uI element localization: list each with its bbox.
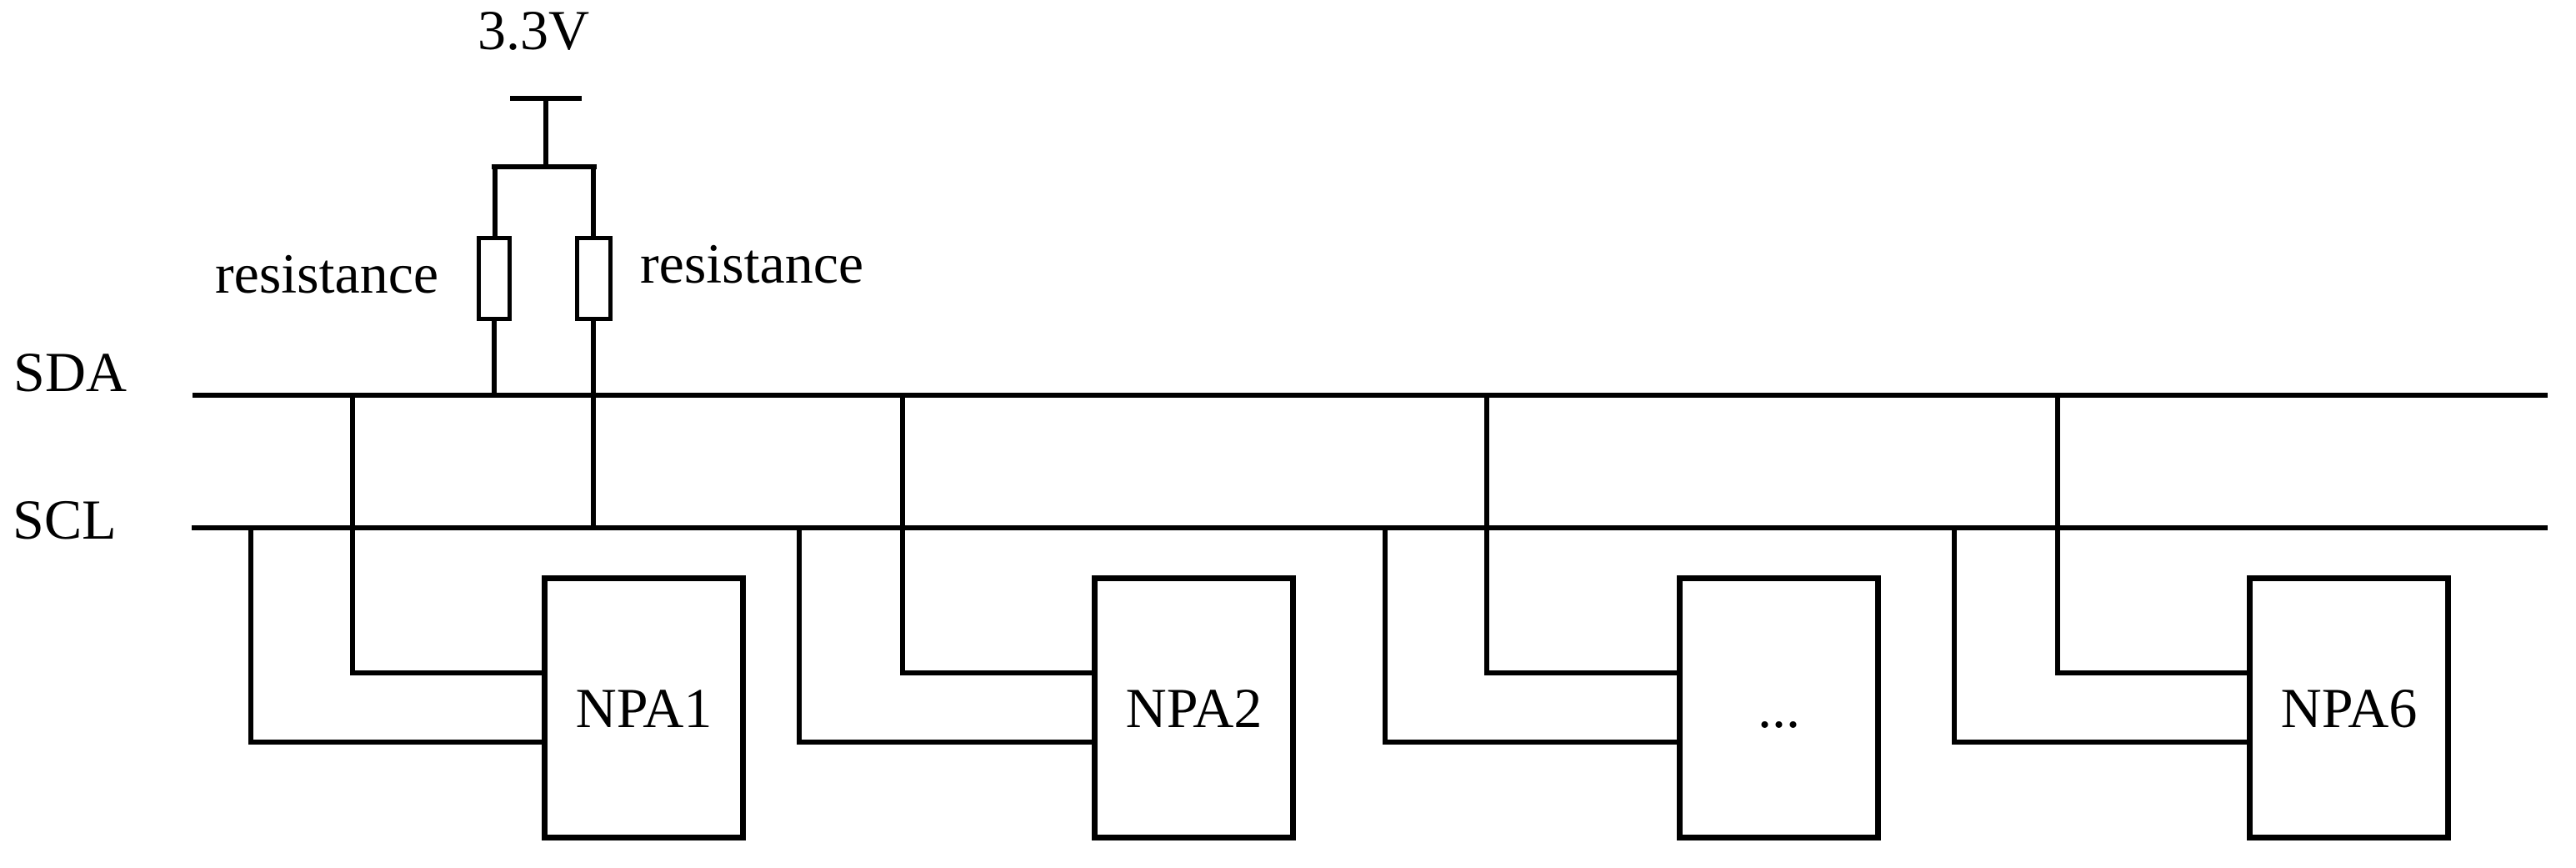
resistor-left-leg-wire xyxy=(493,167,498,238)
device-box-npa6: NPA6 xyxy=(2247,575,2451,840)
device4-sda-drop-wire xyxy=(2055,393,2060,675)
device-label: NPA6 xyxy=(2280,676,2418,740)
resistor-left-body xyxy=(477,236,512,321)
device4-scl-branch-wire xyxy=(1952,740,2247,745)
device-label: ... xyxy=(1758,676,1800,740)
device-box-npa1: NPA1 xyxy=(542,575,746,840)
resistor-top-bar xyxy=(492,164,597,169)
device2-sda-drop-wire xyxy=(900,393,905,675)
resistance-left-label: resistance xyxy=(215,242,439,305)
device4-scl-drop-wire xyxy=(1952,525,1957,745)
scl-bus-label: SCL xyxy=(13,488,117,551)
device-box-ellipsis: ... xyxy=(1677,575,1881,840)
device-box-npa2: NPA2 xyxy=(1092,575,1296,840)
resistor-right-body xyxy=(575,236,613,321)
device3-sda-drop-wire xyxy=(1484,393,1489,675)
sda-bus-line xyxy=(193,393,2548,398)
device1-scl-drop-wire xyxy=(248,525,253,745)
device1-sda-drop-wire xyxy=(350,393,355,675)
resistance-right-label: resistance xyxy=(640,232,864,295)
device2-scl-drop-wire xyxy=(797,525,802,745)
device1-scl-branch-wire xyxy=(248,740,542,745)
voltage-label: 3.3V xyxy=(478,0,590,62)
resistor-right-leg-wire xyxy=(591,167,596,238)
resistor-right-scl-wire xyxy=(591,319,596,530)
resistor-left-sda-wire xyxy=(492,319,497,398)
device3-scl-drop-wire xyxy=(1383,525,1388,745)
power-stem-wire xyxy=(543,98,548,169)
device-label: NPA2 xyxy=(1125,676,1263,740)
device2-sda-branch-wire xyxy=(900,670,1092,675)
device1-sda-branch-wire xyxy=(350,670,542,675)
device3-scl-branch-wire xyxy=(1383,740,1677,745)
scl-bus-line xyxy=(192,525,2548,530)
device3-sda-branch-wire xyxy=(1484,670,1677,675)
device2-scl-branch-wire xyxy=(797,740,1092,745)
device4-sda-branch-wire xyxy=(2055,670,2247,675)
sda-bus-label: SDA xyxy=(13,340,128,404)
device-label: NPA1 xyxy=(575,676,713,740)
